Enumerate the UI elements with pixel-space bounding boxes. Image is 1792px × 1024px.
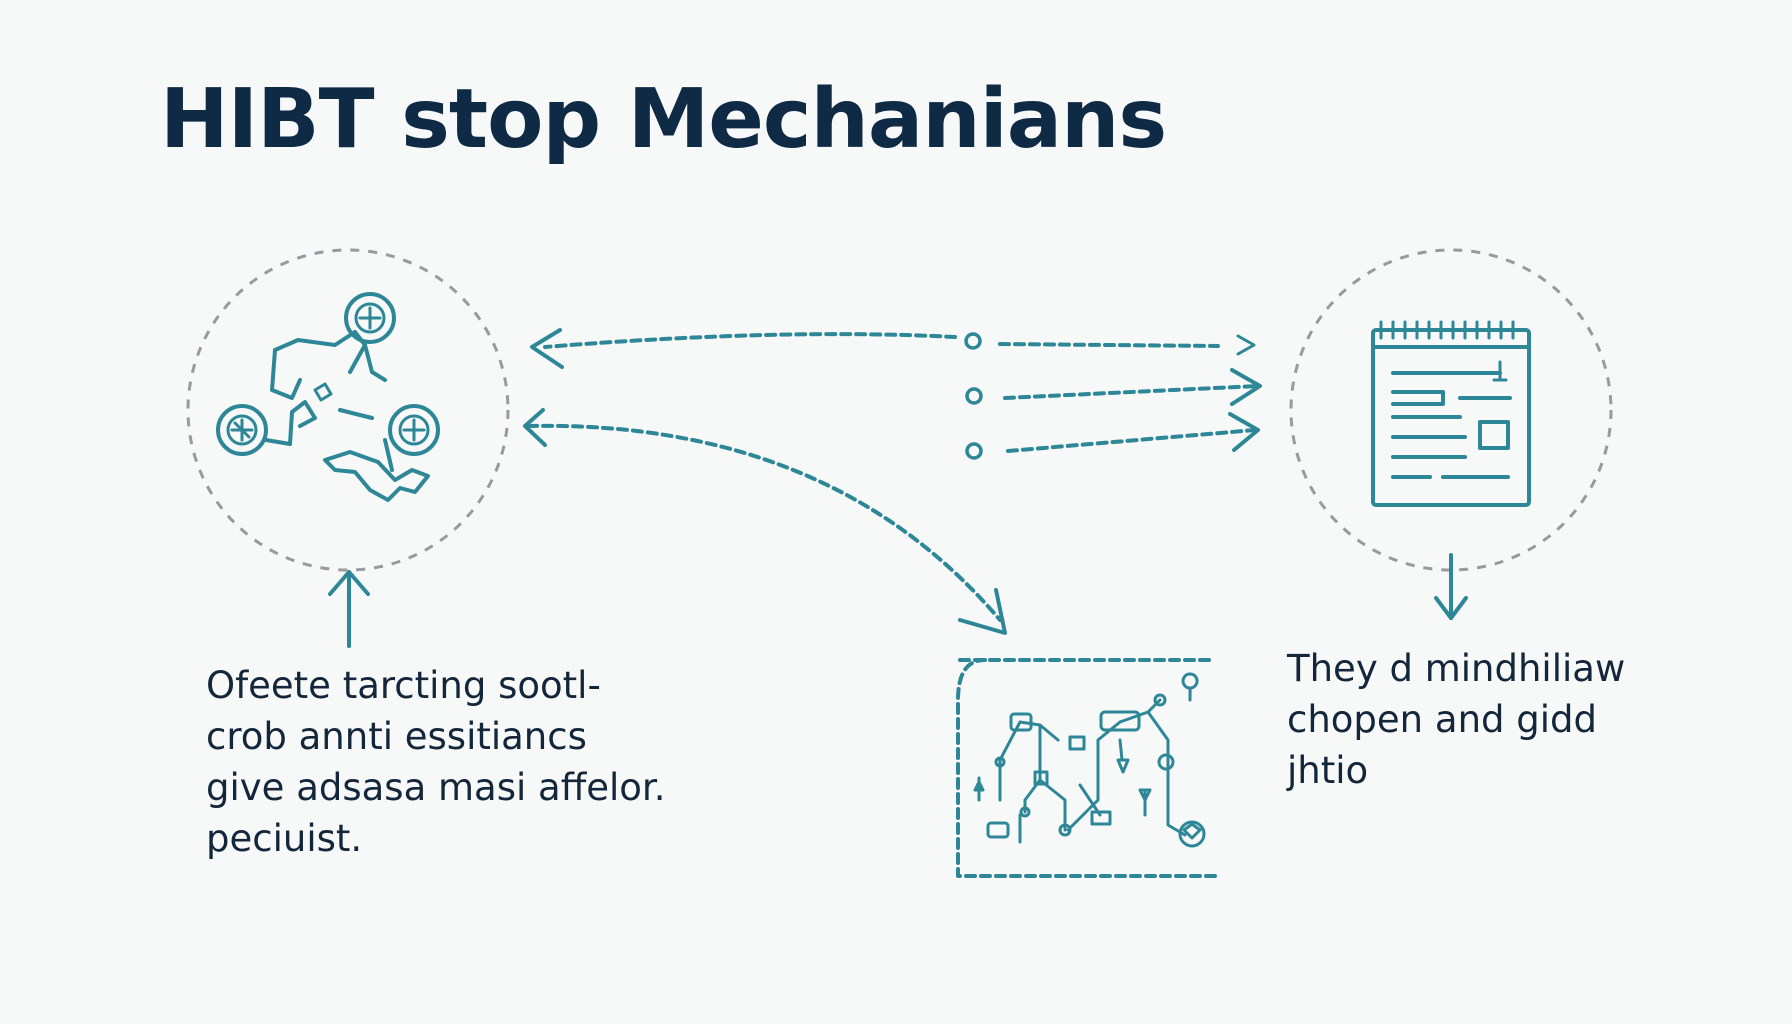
left-caption-line: Ofeete tarcting sootl- [206,664,601,707]
right-caption: They d mindhiliaw chopen and gidd jhtio [1287,643,1625,796]
top-left-arrow [543,332,957,349]
connector-dot-2 [965,387,983,405]
right-caption-line: They d mindhiliaw [1287,647,1626,690]
document-calendar-icon [1371,320,1531,507]
right-node [1289,248,1613,620]
left-node [186,248,510,648]
connector-dot-3 [965,442,983,460]
right-arrow-1 [998,342,1220,348]
left-caption-line: crob annti essitiancs [206,715,587,758]
right-caption-line: jhtio [1287,749,1369,792]
right-arrow-2 [1003,384,1260,400]
page-title: HIBT stop Mechanians [160,72,1167,167]
left-caption-line: give adsasa masi affelor. [206,766,666,809]
left-caption-line: peciuist. [206,817,363,860]
mechanism-gears-icon [216,292,440,502]
left-caption: Ofeete tarcting sootl- crob annti essiti… [206,660,665,864]
right-node-ring [1289,248,1613,572]
connectors [523,328,1262,635]
right-caption-line: chopen and gidd [1287,698,1598,741]
right-arrow-3 [1006,428,1257,453]
left-node-ring [186,248,510,572]
bottom-node-frame [956,658,1217,878]
connector-dot-1 [964,332,982,350]
network-map-icon [973,672,1206,848]
curve-arrow-to-map [526,423,1002,622]
bottom-node [956,658,1217,878]
